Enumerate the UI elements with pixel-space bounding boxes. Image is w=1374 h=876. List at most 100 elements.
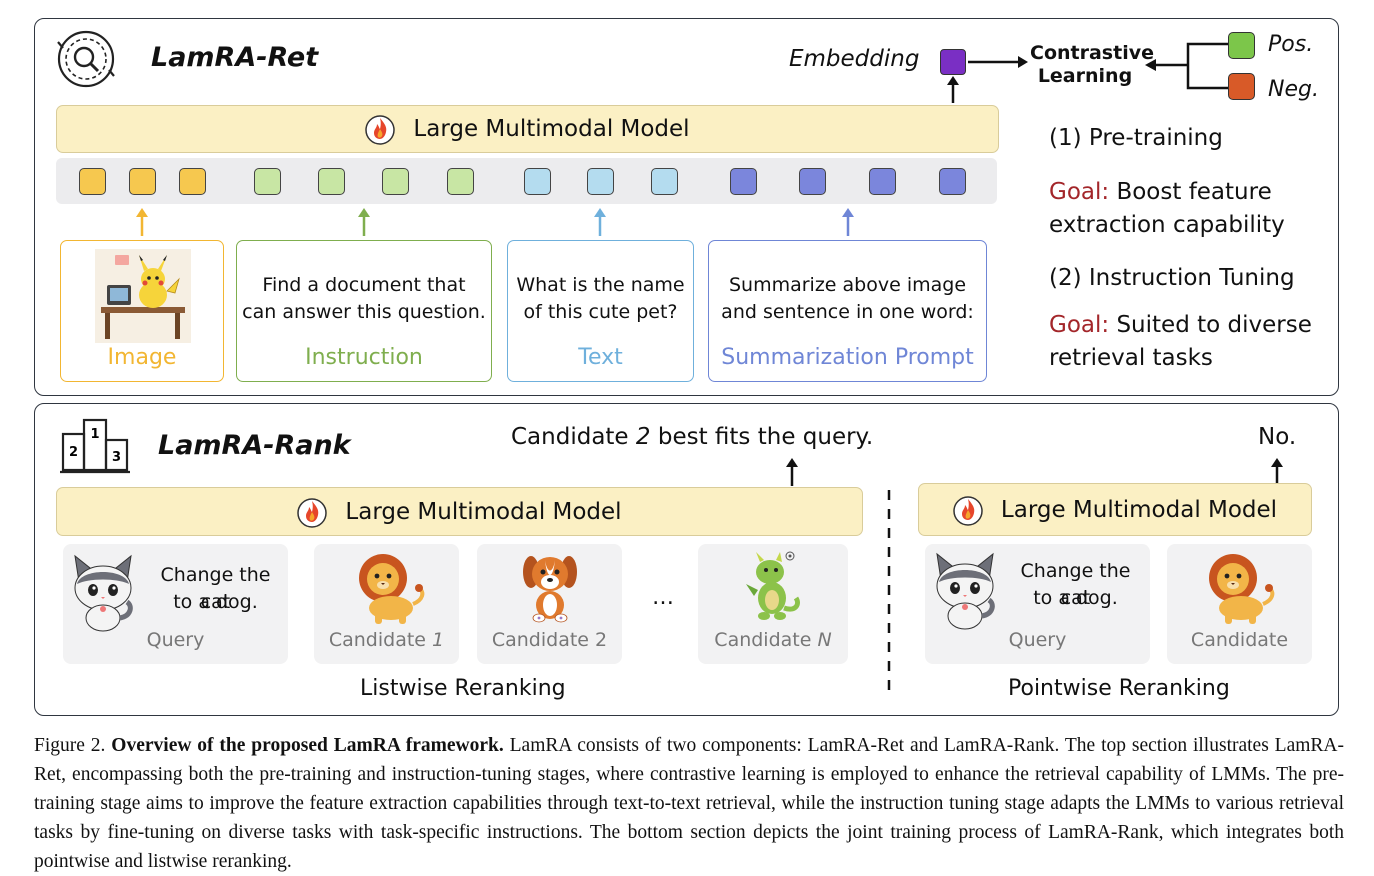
lion-image <box>359 554 425 624</box>
pointwise-reranking-label: Pointwise Reranking <box>1008 676 1230 701</box>
listwise-lmm-bar: Large Multimodal Model <box>56 487 863 536</box>
pointwise-query-label: Query <box>1008 629 1067 651</box>
flame-icon <box>365 115 396 145</box>
instruction-input-box: Find a document that can answer this que… <box>236 240 492 382</box>
instruction-token <box>318 168 345 195</box>
lamra-ret-title: LamRA-Ret <box>151 42 319 73</box>
candidate-1-pre: Candidate <box>328 629 433 651</box>
podium-icon: 1 2 3 <box>60 418 130 474</box>
svg-text:1: 1 <box>90 427 99 442</box>
summarization-token <box>799 168 826 195</box>
embedding-label: Embedding <box>789 46 920 72</box>
listwise-up-arrow <box>786 458 798 486</box>
caption-bold: Overview of the proposed LamRA framework… <box>111 735 504 756</box>
image-token <box>129 168 156 195</box>
text-up-arrow <box>594 208 606 236</box>
text-label: Text <box>578 345 623 370</box>
image-token <box>179 168 206 195</box>
candidate-1-card: Candidate 1 <box>314 544 459 664</box>
summarization-token <box>939 168 966 195</box>
neg-token <box>1228 73 1255 100</box>
candidate-n-label: Candidate N <box>698 629 848 651</box>
contrastive-line2: Learning <box>1037 65 1133 87</box>
query-text-line1: Change the cat <box>160 564 271 613</box>
goal2-word: Goal: <box>1049 312 1110 338</box>
listwise-lmm-label: Large Multimodal Model <box>345 498 622 525</box>
contrastive-learning-label: Contrastive Learning <box>1030 42 1154 88</box>
pointwise-candidate-card: Candidate <box>1167 544 1312 664</box>
image-up-arrow <box>136 208 148 236</box>
summarization-label: Summarization Prompt <box>721 345 974 370</box>
listwise-output-post: best fits the query. <box>650 424 874 450</box>
neg-label: Neg. <box>1268 77 1319 102</box>
pointwise-output: No. <box>1258 424 1297 450</box>
ret-lmm-label: Large Multimodal Model <box>413 116 690 142</box>
listwise-reranking-label: Listwise Reranking <box>360 676 566 701</box>
summarization-token <box>869 168 896 195</box>
instruction-text-line2: can answer this question. <box>242 301 486 323</box>
listwise-output-num: 2 <box>635 424 651 450</box>
candidate-n-pre: Candidate <box>714 629 818 651</box>
caption-body: LamRA consists of two components: LamRA-… <box>34 735 1344 872</box>
ret-lmm-bar: Large Multimodal Model <box>56 105 999 153</box>
cat-image <box>936 552 995 630</box>
text-input-line1: What is the name <box>516 274 685 296</box>
summarization-input-box: Summarize above image and sentence in on… <box>708 240 987 382</box>
pointwise-candidate-label: Candidate <box>1190 629 1289 651</box>
text-input-line2: of this cute pet? <box>523 301 678 323</box>
flame-icon <box>953 495 983 526</box>
instruction-token <box>254 168 281 195</box>
image-label: Image <box>107 345 177 370</box>
text-token <box>587 168 614 195</box>
embedding-token <box>940 49 966 75</box>
goal2-text: Suited to diverse <box>1116 312 1312 338</box>
goal2-line2: retrieval tasks <box>1049 345 1213 371</box>
dashed-separator <box>887 490 891 690</box>
candidate-1-label: Candidate 1 <box>314 629 459 651</box>
lamra-rank-title: LamRA-Rank <box>158 430 351 461</box>
image-input-box: Image <box>60 240 224 382</box>
goal1-line2: extraction capability <box>1049 212 1285 238</box>
embedding-up-arrow <box>947 76 959 103</box>
instruction-token <box>447 168 474 195</box>
puppy-image <box>523 556 577 623</box>
pikachu-desk-image <box>95 249 191 343</box>
instruction-label: Instruction <box>305 345 423 370</box>
figure-caption: Figure 2. Overview of the proposed LamRA… <box>34 731 1344 876</box>
svg-text:2: 2 <box>69 445 78 460</box>
stage2-label: (2) Instruction Tuning <box>1049 265 1295 291</box>
candidate-2-card: Candidate 2 <box>477 544 622 664</box>
candidate-1-num: 1 <box>432 629 445 651</box>
ellipsis: … <box>652 585 674 610</box>
candidate-2-label: Candidate 2 <box>491 629 608 651</box>
pointwise-query-text-line2: to a dog. <box>1033 587 1118 609</box>
lion-image <box>1209 554 1275 624</box>
flame-icon <box>297 497 328 528</box>
listwise-output-pre: Candidate <box>511 424 636 450</box>
dragon-image <box>746 551 800 620</box>
summarization-line1: Summarize above image <box>728 274 967 296</box>
contrastive-line1: Contrastive <box>1030 42 1154 64</box>
text-token <box>651 168 678 195</box>
instruction-text-line1: Find a document that <box>262 274 466 296</box>
summarization-line2: and sentence in one word: <box>721 301 974 323</box>
candidate-n-num: N <box>817 629 832 651</box>
stage1-label: (1) Pre-training <box>1049 125 1223 151</box>
summarization-up-arrow <box>842 208 854 236</box>
pointwise-up-arrow <box>1271 458 1283 486</box>
retrieval-gear-icon <box>57 30 115 88</box>
svg-text:3: 3 <box>112 450 121 465</box>
listwise-query-card: Change the cat to a dog. Query <box>63 544 288 664</box>
goal1-text: Boost feature <box>1116 179 1272 205</box>
pos-token <box>1228 32 1255 59</box>
pos-label: Pos. <box>1268 32 1314 57</box>
embedding-to-contrastive-arrow <box>968 56 1028 68</box>
pointwise-query-card: Change the cat to a dog. Query <box>925 544 1150 664</box>
goal2-line1: Goal: Suited to diverse <box>1049 309 1312 342</box>
image-token <box>79 168 106 195</box>
pos-neg-branch-arrow <box>1145 42 1228 90</box>
query-label: Query <box>146 629 205 651</box>
goal1-word: Goal: <box>1049 179 1110 205</box>
pointwise-lmm-label: Large Multimodal Model <box>1000 496 1278 523</box>
cat-image <box>74 554 133 632</box>
